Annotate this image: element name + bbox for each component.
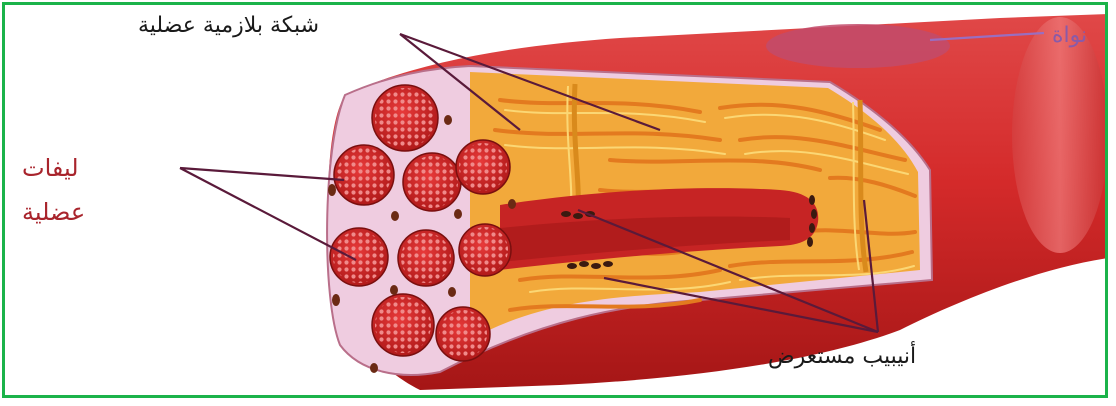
myofibril-bundle	[403, 153, 461, 211]
myofibril-bundle	[398, 230, 454, 286]
fiber-end-highlight	[1012, 17, 1108, 253]
myofibril-bundle	[436, 307, 490, 361]
myofibril-bundle	[330, 228, 388, 286]
myofibril-bundle	[456, 140, 510, 194]
myofibril-bundle	[459, 224, 511, 276]
myofibril-bundle	[372, 85, 438, 151]
myofibrils-label-line1: ليفات	[22, 156, 79, 180]
myofibril-bundle	[334, 145, 394, 205]
myofibril-bundle	[372, 294, 434, 356]
myofibrils-label-line2: عضلية	[22, 200, 85, 224]
sarcoplasmic-reticulum-label: شبكة بلازمية عضلية	[138, 15, 319, 37]
nucleus-shape	[766, 24, 950, 68]
t-tubule-label: أنيبيب مستعرض	[768, 346, 916, 368]
nucleus-label: نواة	[1052, 25, 1087, 47]
